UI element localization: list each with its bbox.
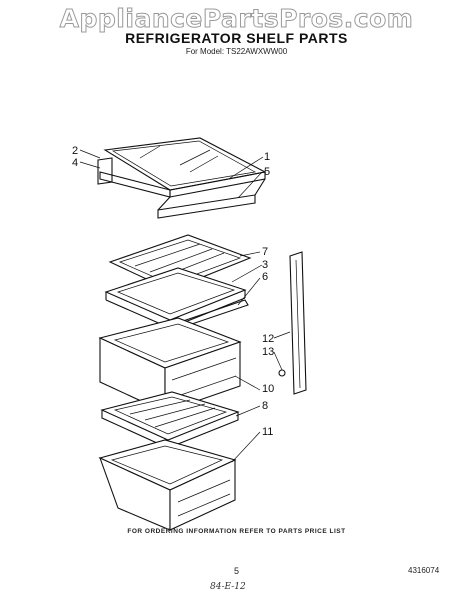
callout-8: 8: [262, 400, 269, 412]
callout-1: 1: [264, 151, 271, 163]
crisper-drawer-upper: [98, 317, 242, 413]
callout-leader-lines: [79, 149, 291, 463]
drawer-cover-frame: [100, 391, 240, 449]
ordering-info-note: FOR ORDERING INFORMATION REFER TO PARTS …: [127, 528, 346, 535]
document-number: 4316074: [408, 566, 440, 575]
callout-13: 13: [262, 346, 275, 358]
callout-7: 7: [262, 246, 269, 258]
callout-5: 5: [264, 166, 271, 178]
callout-2: 2: [72, 145, 79, 157]
page-number: 5: [233, 566, 239, 576]
callout-3: 3: [262, 259, 269, 271]
callout-10: 10: [262, 383, 275, 395]
crisper-drawer-lower: [98, 439, 237, 531]
shelf-support-rail: [278, 251, 307, 395]
watermark: AppliancePartsPros.com: [59, 4, 414, 34]
callout-4: 4: [72, 157, 79, 169]
model-subtitle: For Model: TS22AWXWW00: [185, 47, 288, 56]
glass-shelf-assembly: [97, 137, 267, 219]
crisper-cover-assembly: [104, 234, 252, 329]
callout-6: 6: [262, 271, 269, 283]
callout-11: 11: [262, 426, 274, 438]
page-title: REFRIGERATOR SHELF PARTS: [125, 30, 348, 46]
handwritten-note: 84-E-12: [210, 582, 246, 592]
callout-12: 12: [262, 333, 275, 345]
